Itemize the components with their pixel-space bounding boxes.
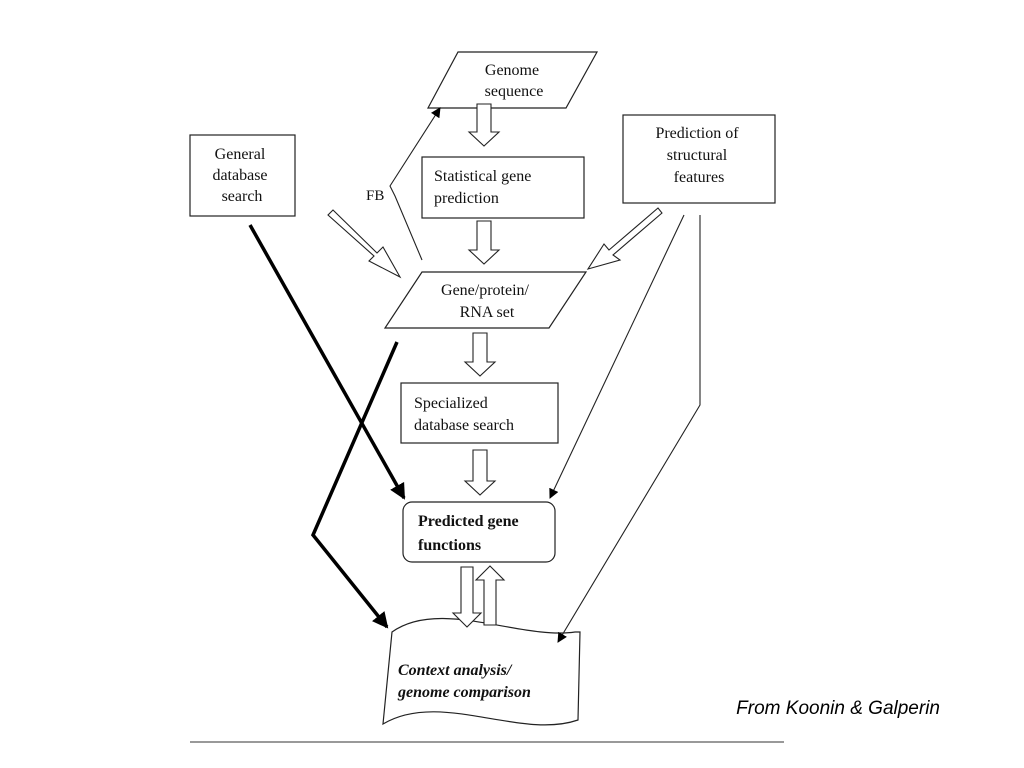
hollow-arrow-statistical-to-geneset	[467, 220, 501, 265]
gene-set-line-2: RNA set	[460, 304, 515, 321]
statistical-line-1: Statistical gene	[434, 168, 531, 185]
specialized-database-search-node: Specialized database search	[400, 382, 559, 444]
general-db-line-2: database	[212, 167, 267, 184]
svg-text:Predicted gene functions: Predicted gene functions	[418, 513, 523, 554]
genome-sequence-line-2: sequence	[485, 83, 544, 100]
gene-protein-rna-node: Gene/protein/ RNA set	[383, 271, 588, 329]
gene-set-line-1: Gene/protein/	[441, 282, 530, 299]
svg-text:Prediction of structural: Prediction of structural features	[655, 125, 742, 186]
svg-text:Statistical gene predict: Statistical gene prediction	[434, 168, 535, 207]
hollow-arrow-specialized-to-predicted	[463, 449, 497, 496]
genome-sequence-node: Genome sequence	[426, 51, 599, 109]
hollow-arrow-context-to-predicted	[474, 565, 506, 626]
context-line-1: Context analysis/	[398, 662, 513, 679]
thin-arrow-structural-to-context	[557, 215, 701, 643]
hollow-arrow-geneset-to-specialized	[463, 332, 497, 377]
predicted-line-1: Predicted gene	[418, 513, 519, 530]
structural-features-node: Prediction of structural features	[622, 114, 776, 204]
thick-arrow-general-to-predicted	[248, 224, 406, 500]
general-database-search-node: General database search	[189, 134, 296, 217]
structural-line-1: Prediction of	[655, 125, 739, 142]
structural-line-3: features	[674, 169, 725, 186]
svg-text:Specialized database sea: Specialized database search	[414, 395, 514, 434]
thick-arrow-geneset-to-context	[310, 341, 399, 629]
svg-text:Genome sequence: Genome sequence	[485, 62, 544, 100]
thin-arrow-structural-to-predicted	[549, 214, 685, 499]
hollow-arrow-structural-to-geneset	[586, 207, 663, 270]
predicted-line-2: functions	[418, 537, 481, 554]
genome-sequence-line-1: Genome	[485, 62, 539, 79]
svg-text:Gene/protein/ RNA set: Gene/protein/ RNA set	[441, 282, 533, 321]
fb-label: FB	[366, 188, 384, 204]
svg-text:Context analysis/ genome: Context analysis/ genome comparison	[397, 662, 531, 701]
hollow-arrow-general-to-geneset	[327, 209, 402, 279]
source-credit: From Koonin & Galperin	[736, 698, 940, 719]
general-db-line-1: General	[215, 146, 266, 163]
predicted-gene-functions-node: Predicted gene functions	[402, 501, 556, 563]
context-analysis-node: Context analysis/ genome comparison	[382, 618, 581, 726]
statistical-line-2: prediction	[434, 190, 499, 207]
hollow-arrow-genome-to-statistical	[467, 103, 501, 147]
statistical-gene-prediction-node: Statistical gene prediction	[421, 156, 585, 219]
hollow-arrow-predicted-to-context	[451, 566, 483, 628]
specialized-line-1: Specialized	[414, 395, 488, 412]
fb-feedback-arrow: FB	[366, 107, 441, 261]
svg-text:General database s: General database search	[212, 146, 271, 205]
general-db-line-3: search	[222, 188, 263, 205]
context-line-2: genome comparison	[397, 684, 531, 701]
structural-line-2: structural	[667, 147, 728, 164]
specialized-line-2: database search	[414, 417, 514, 434]
